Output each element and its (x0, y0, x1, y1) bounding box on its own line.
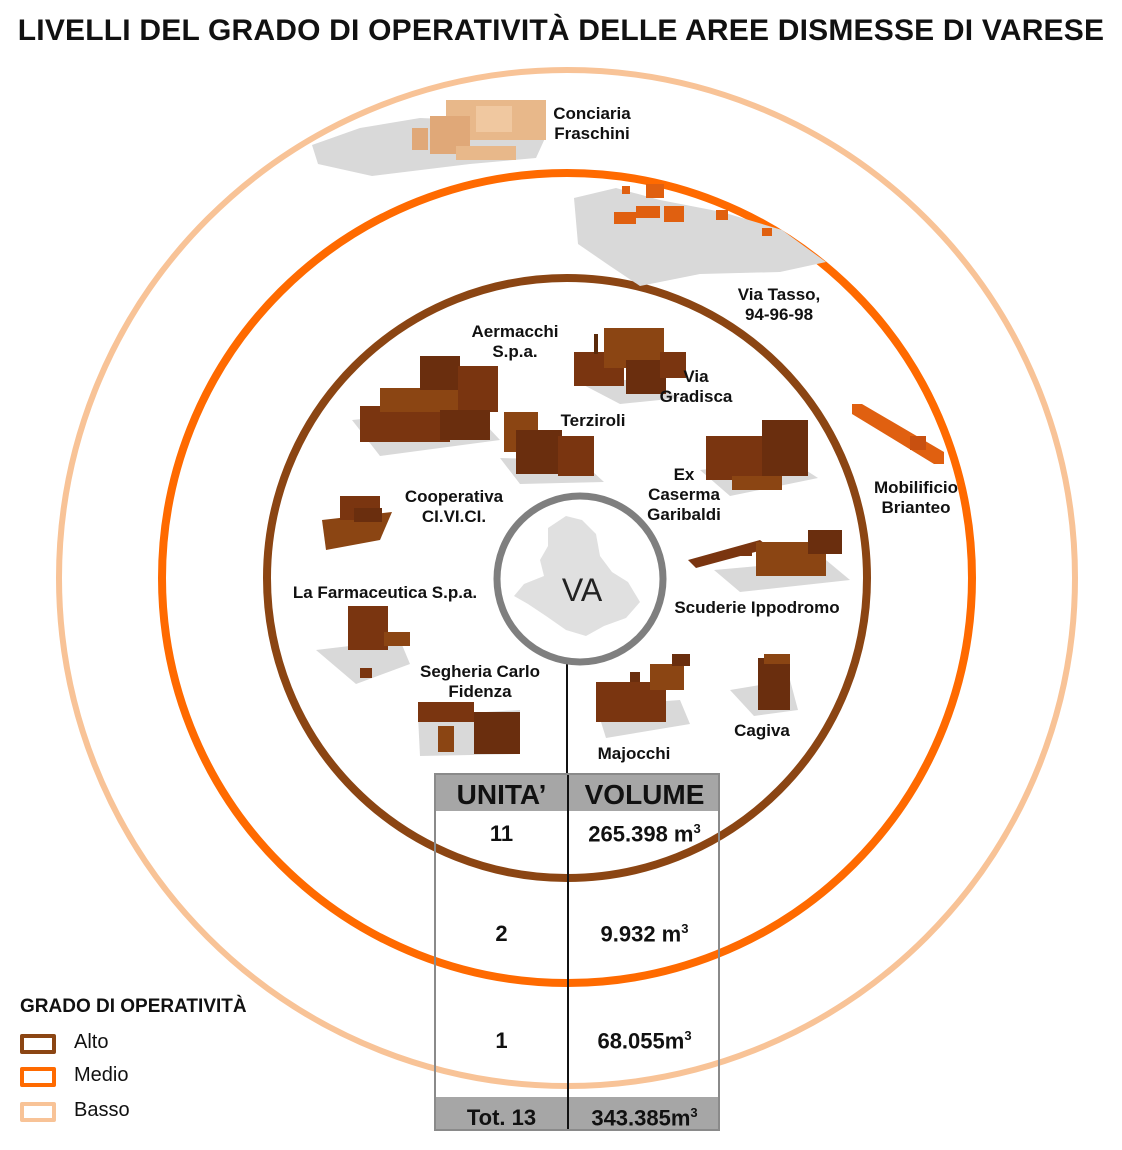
area-cooperativa (322, 496, 392, 550)
page-title: LIVELLI DEL GRADO DI OPERATIVITÀ DELLE A… (17, 14, 1105, 47)
row-medio-units: 2 (495, 921, 508, 946)
row-basso-volume: 68.055m3 (597, 1028, 692, 1054)
legend-swatch-basso (20, 1102, 56, 1122)
label-aermacchi: Aermacchi S.p.a. (471, 322, 559, 361)
label-majocchi: Majocchi (597, 744, 671, 763)
label-via-gradisca: Via Gradisca (659, 367, 733, 406)
legend-swatch-medio (20, 1067, 56, 1087)
total-volume: 343.385m3 (591, 1105, 698, 1131)
header-units: UNITA’ (456, 779, 547, 810)
label-scuderie-ippodromo: Scuderie Ippodromo (674, 598, 840, 617)
label-via-tasso: Via Tasso, 94-96-98 (737, 285, 821, 324)
area-mobilificio-brianteo (852, 404, 944, 464)
legend-label-medio: Medio (74, 1064, 129, 1086)
summary-table: UNITA’ VOLUME 11 265.398 m3 2 9.932 m3 1… (434, 773, 720, 1131)
area-la-farmaceutica (316, 606, 410, 684)
label-cooperativa: Cooperativa CI.VI.CI. (404, 487, 504, 526)
area-scuderie-ippodromo (688, 530, 850, 592)
label-ex-caserma-garibaldi: Ex Caserma Garibaldi (647, 465, 721, 524)
row-alto-units: 11 (489, 821, 514, 846)
area-segheria-carlo-fidenza (418, 702, 520, 756)
table-header (436, 775, 718, 811)
header-volume: VOLUME (584, 779, 705, 810)
legend-swatch-alto (20, 1034, 56, 1054)
label-terziroli: Terziroli (560, 411, 626, 430)
city-label: VA (561, 572, 603, 608)
label-segheria-carlo-fidenza: Segheria Carlo Fidenza (420, 662, 540, 701)
legend-title: GRADO DI OPERATIVITÀ (20, 996, 247, 1017)
area-ex-caserma-garibaldi (700, 420, 818, 496)
area-terziroli (500, 412, 604, 484)
row-medio-volume: 9.932 m3 (600, 921, 689, 947)
table-divider (567, 775, 569, 1129)
total-units: Tot. 13 (466, 1105, 537, 1130)
table-footer (436, 1097, 718, 1129)
legend-label-alto: Alto (74, 1031, 109, 1053)
legend-label-basso: Basso (74, 1099, 130, 1121)
label-mobilificio-brianteo: Mobilificio Brianteo (873, 478, 959, 517)
area-aermacchi (352, 356, 500, 456)
area-cagiva (730, 654, 798, 716)
label-la-farmaceutica: La Farmaceutica S.p.a. (292, 583, 478, 602)
label-cagiva: Cagiva (734, 721, 790, 740)
area-majocchi (596, 654, 690, 738)
area-conciaria-fraschini (312, 100, 546, 176)
varese-city-shape (514, 516, 640, 636)
row-basso-units: 1 (495, 1028, 508, 1053)
area-via-tasso (574, 184, 826, 286)
row-alto-volume: 265.398 m3 (588, 821, 701, 847)
area-via-gradisca (574, 328, 686, 404)
city-ring (493, 492, 667, 666)
label-conciaria-fraschini: Conciaria Fraschini (553, 104, 631, 143)
